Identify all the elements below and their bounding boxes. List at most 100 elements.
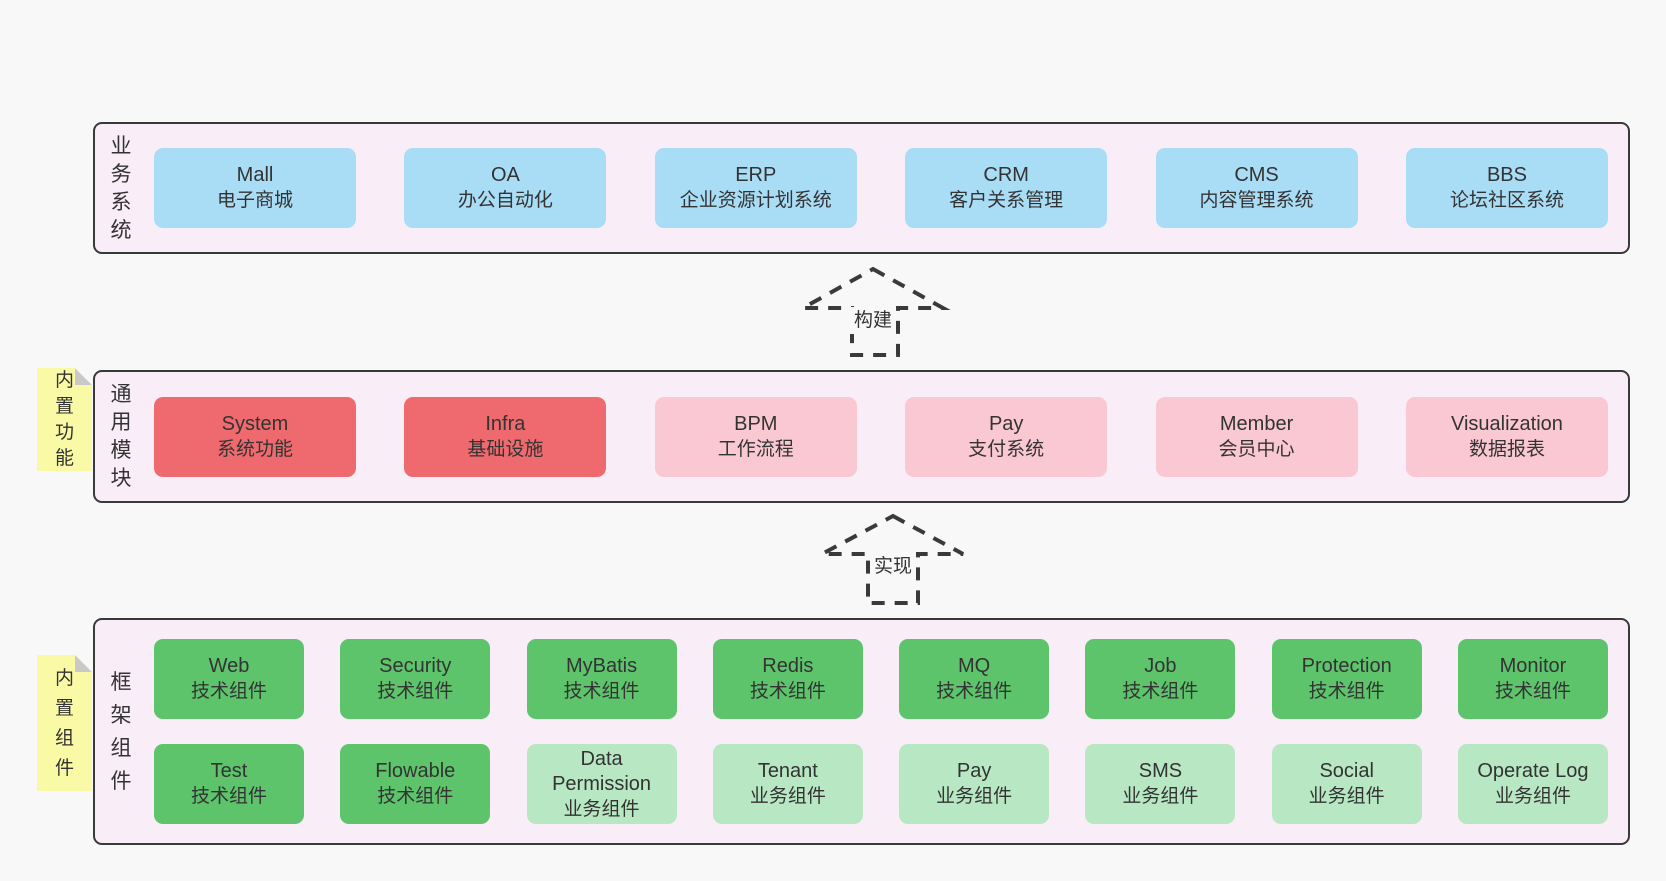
box-title: Job <box>1144 655 1177 677</box>
box-subtitle: 数据报表 <box>1468 438 1545 460</box>
box-visualization: Visualization 数据报表 <box>1405 396 1608 477</box>
box-subtitle: 技术组件 <box>190 786 267 807</box>
box-subtitle: 业务组件 <box>936 786 1013 807</box>
box-title: Infra <box>485 412 526 435</box>
box-job: Job 技术组件 <box>1085 639 1236 719</box>
box-subtitle: 电子商城 <box>216 190 293 211</box>
box-monitor: Monitor 技术组件 <box>1457 639 1608 719</box>
band-label-business: 业务系统 <box>110 134 132 242</box>
box-operate-log: Operate Log 业务组件 <box>1457 744 1608 824</box>
box-subtitle: 企业资源计划系统 <box>679 190 832 211</box>
box-protection: Protection 技术组件 <box>1271 639 1422 719</box>
box-title: Protection <box>1301 655 1392 677</box>
box-title: System <box>221 412 289 435</box>
box-title: Web <box>208 655 250 677</box>
box-subtitle: 技术组件 <box>1494 681 1571 702</box>
box-social: Social 业务组件 <box>1271 744 1422 824</box>
box-row: Mall 电子商城 OA 办公自动化 ERP 企业资源计划系统 CRM 客户关系管理 CMS 内容… <box>154 148 1608 228</box>
box-subtitle: 技术组件 <box>749 681 826 702</box>
band-label-components: 框架组件 <box>110 670 132 793</box>
box-pay: Pay 业务组件 <box>899 744 1050 824</box>
arrow-implement-label: 实现 <box>869 553 917 580</box>
box-redis: Redis 技术组件 <box>712 639 863 719</box>
box-subtitle: 技术组件 <box>563 681 640 702</box>
box-title: Pay <box>956 760 992 782</box>
box-title: BPM <box>734 412 778 435</box>
band-components: 框架组件 Web 技术组件 Security 技术组件 MyBatis 技术组件 Redis 技… <box>93 618 1630 845</box>
box-title: Test <box>210 760 248 782</box>
sticky-note-components: 内置组件 <box>37 655 92 791</box>
box-title: Tenant <box>757 760 818 782</box>
band-label-modules: 通用模块 <box>110 383 132 490</box>
box-subtitle: 技术组件 <box>377 786 454 807</box>
box-title: MQ <box>958 655 991 677</box>
box-title: ERP <box>735 164 777 186</box>
box-subtitle: 业务组件 <box>749 786 826 807</box>
box-title: Flowable <box>375 760 456 782</box>
arrow-implement: 实现 <box>819 512 967 607</box>
box-title: Social <box>1319 760 1374 782</box>
box-subtitle: 技术组件 <box>377 681 454 702</box>
box-title: MyBatis <box>566 655 638 677</box>
folded-corner-icon <box>75 368 92 385</box>
box-title: BBS <box>1486 164 1527 186</box>
box-subtitle: 论坛社区系统 <box>1449 190 1564 211</box>
box-data-permission: Data Permission 业务组件 <box>526 744 677 824</box>
box-mybatis: MyBatis 技术组件 <box>526 639 677 719</box>
box-subtitle: 业务组件 <box>1494 786 1571 807</box>
box-title: Mall <box>236 164 274 186</box>
box-subtitle: 业务组件 <box>1308 786 1385 807</box>
box-sms: SMS 业务组件 <box>1085 744 1236 824</box>
box-subtitle: 技术组件 <box>190 681 267 702</box>
box-subtitle: 业务组件 <box>1122 786 1199 807</box>
box-oa: OA 办公自动化 <box>404 148 607 228</box>
arrow-build: 构建 <box>795 266 951 359</box>
box-title: CRM <box>983 164 1029 186</box>
box-title: Operate Log <box>1477 760 1589 782</box>
box-title: Visualization <box>1450 412 1563 435</box>
box-tenant: Tenant 业务组件 <box>712 744 863 824</box>
box-system: System 系统功能 <box>154 396 356 477</box>
box-subtitle: 技术组件 <box>1308 681 1385 702</box>
box-subtitle: 技术组件 <box>1122 681 1199 702</box>
box-title: Pay <box>988 412 1024 435</box>
box-subtitle: 会员中心 <box>1218 438 1295 460</box>
box-title: Data Permission <box>552 747 652 795</box>
box-subtitle: 内容管理系统 <box>1199 190 1314 211</box>
box-bpm: BPM 工作流程 <box>654 396 857 477</box>
box-title: OA <box>490 164 520 186</box>
box-title: CMS <box>1234 164 1279 186</box>
box-web: Web 技术组件 <box>154 639 304 719</box>
box-member: Member 会员中心 <box>1155 396 1358 477</box>
box-test: Test 技术组件 <box>154 744 304 824</box>
box-mall: Mall 电子商城 <box>154 148 356 228</box>
up-arrow-icon <box>795 266 951 357</box>
box-title: Security <box>379 655 452 677</box>
box-infra: Infra 基础设施 <box>404 396 607 477</box>
arrow-build-label: 构建 <box>849 307 897 334</box>
box-subtitle: 客户关系管理 <box>949 190 1064 211</box>
box-erp: ERP 企业资源计划系统 <box>654 148 857 228</box>
folded-corner-icon <box>75 655 92 672</box>
box-mq: MQ 技术组件 <box>899 639 1050 719</box>
box-subtitle: 系统功能 <box>216 438 293 460</box>
box-subtitle: 技术组件 <box>936 681 1013 702</box>
box-bbs: BBS 论坛社区系统 <box>1405 148 1608 228</box>
box-title: Redis <box>762 655 814 677</box>
box-crm: CRM 客户关系管理 <box>905 148 1108 228</box>
box-subtitle: 工作流程 <box>717 438 794 460</box>
box-subtitle: 办公自动化 <box>457 190 553 211</box>
box-title: Member <box>1219 412 1294 435</box>
box-title: Monitor <box>1499 655 1567 677</box>
box-flowable: Flowable 技术组件 <box>340 744 491 824</box>
box-subtitle: 基础设施 <box>467 438 544 460</box>
box-subtitle: 业务组件 <box>563 798 640 820</box>
box-title: SMS <box>1138 760 1183 782</box>
up-arrow-icon <box>821 513 964 605</box>
